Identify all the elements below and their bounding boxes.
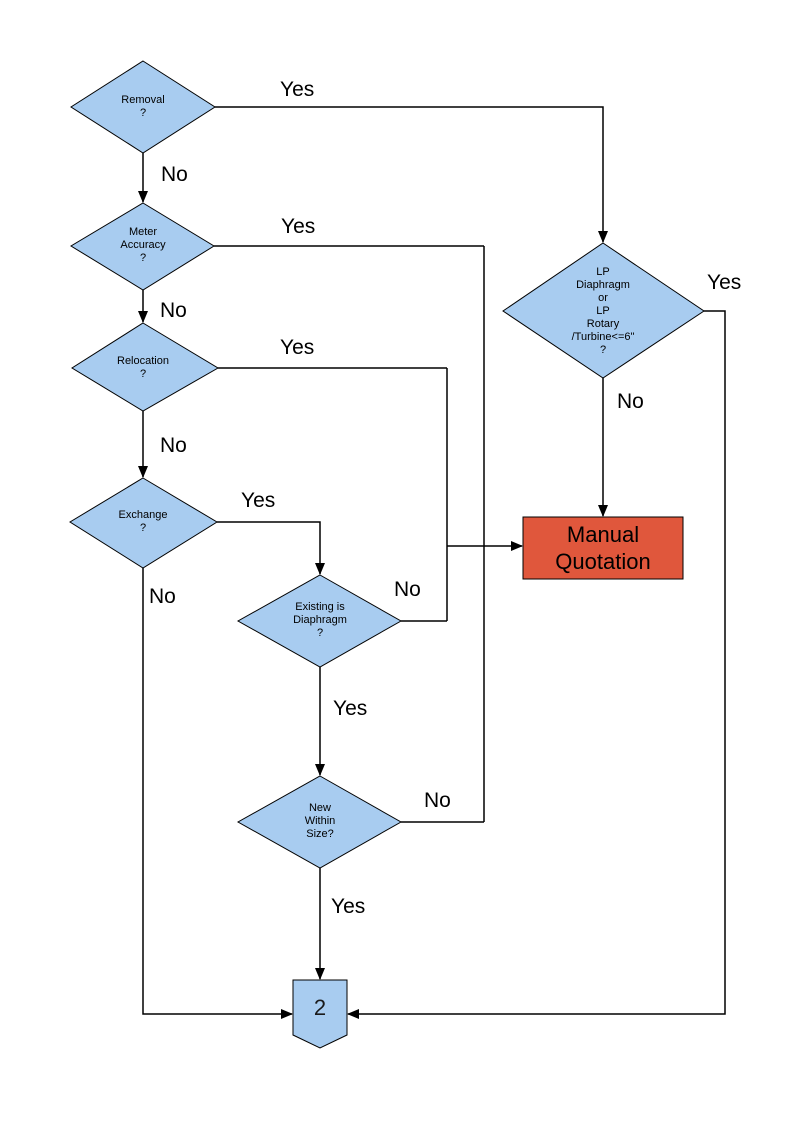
- removal-yes-label: Yes: [280, 78, 315, 101]
- relocation-diamond: [71, 322, 219, 412]
- lp-meter-type-no-label: No: [617, 390, 644, 413]
- new-within-size-yes-label: Yes: [331, 895, 366, 918]
- exchange-label: Exchange ?: [118, 509, 168, 534]
- edges: [138, 106, 726, 1019]
- existing-is-diaphragm-yes-label: Yes: [333, 697, 368, 720]
- offpage-connector-label: 2: [313, 995, 327, 1020]
- new-within-size-label: New Within Size?: [304, 802, 336, 840]
- removal-label: Removal ?: [121, 94, 165, 119]
- edge-exchange-no: [142, 568, 293, 1019]
- edge-exchange-yes: [217, 521, 325, 575]
- lp-meter-type-label: LP Diaphragm or LP Rotary /Turbine<=6" ?: [571, 266, 635, 356]
- removal-no-label: No: [161, 163, 188, 186]
- removal-diamond: [70, 60, 216, 154]
- new-within-size-diamond: [236, 775, 403, 869]
- edge-removal-yes: [215, 106, 608, 243]
- exchange-yes-label: Yes: [241, 489, 276, 512]
- lp-meter-type-yes-label: Yes: [707, 271, 742, 294]
- exchange-diamond: [69, 477, 218, 569]
- shapes: [69, 60, 705, 1049]
- offpage-connector-pentagon: [292, 979, 348, 1049]
- manual-quotation-box: [522, 516, 684, 580]
- existing-is-diaphragm-no-label: No: [394, 578, 421, 601]
- new-within-size-no-label: No: [424, 789, 451, 812]
- relocation-yes-label: Yes: [280, 336, 315, 359]
- relocation-label: Relocation ?: [117, 355, 169, 380]
- relocation-no-label: No: [160, 434, 187, 457]
- meter-accuracy-diamond: [70, 202, 215, 291]
- edge-lp-meter-type-yes: [347, 310, 726, 1019]
- existing-is-diaphragm-diamond: [236, 574, 403, 668]
- exchange-no-label: No: [149, 585, 176, 608]
- meter-accuracy-no-label: No: [160, 299, 187, 322]
- meter-accuracy-yes-label: Yes: [281, 215, 316, 238]
- meter-accuracy-label: Meter Accuracy ?: [120, 226, 166, 264]
- manual-quotation-label: Manual Quotation: [555, 522, 651, 574]
- existing-is-diaphragm-label: Existing is Diaphragm ?: [293, 601, 347, 639]
- lp-meter-type-diamond: [502, 242, 705, 379]
